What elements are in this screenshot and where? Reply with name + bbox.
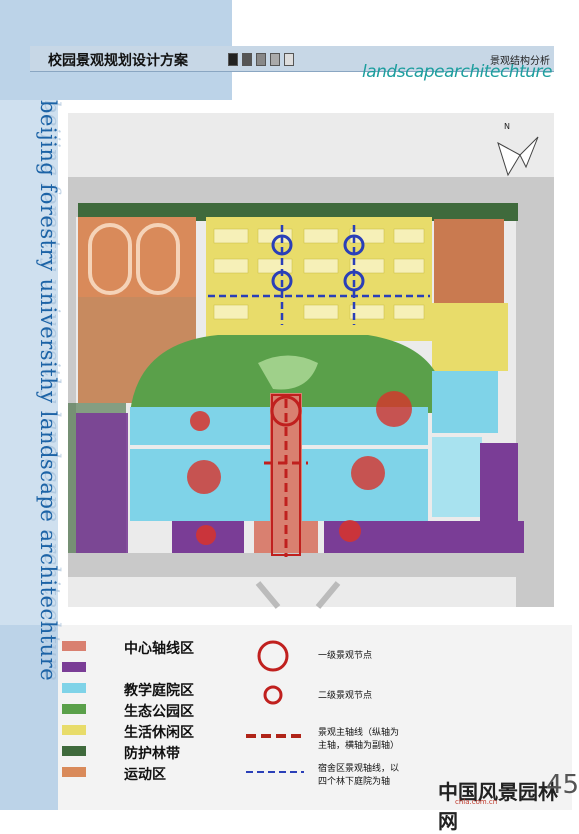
forest-belt-north bbox=[78, 203, 518, 221]
legend-swatch-sports bbox=[62, 767, 86, 777]
west-road bbox=[68, 213, 76, 553]
legend-swatch-central-axis bbox=[62, 641, 86, 651]
title-square-4 bbox=[270, 53, 280, 66]
legend-label-eco-park: 生态公园区 bbox=[124, 704, 194, 720]
dorm-courtyard-node-2 bbox=[343, 234, 365, 256]
running-track-2 bbox=[136, 223, 180, 295]
legend-label-central-axis: 中心轴线区 bbox=[124, 641, 194, 657]
compass-icon: N bbox=[497, 122, 539, 177]
dorm-courtyard-node-1 bbox=[271, 234, 293, 256]
page-title: 校园景观规划设计方案 bbox=[48, 53, 188, 69]
legend-key-label-dorm-axis-2: 四个林下庭院为轴 bbox=[318, 777, 391, 787]
compass-label: N bbox=[504, 122, 510, 131]
legend-swatch-forest-belt bbox=[62, 746, 86, 756]
living-leisure-zone-east bbox=[432, 303, 508, 371]
secondary-node-nw bbox=[190, 411, 210, 431]
primary-node-sw bbox=[187, 460, 221, 494]
legend-swatch-teaching bbox=[62, 683, 86, 693]
legend-label-sports: 运动区 bbox=[124, 767, 166, 783]
secondary-node-s2 bbox=[339, 520, 361, 542]
legend-swatch-living bbox=[62, 725, 86, 735]
legend-label-living: 生活休闲区 bbox=[124, 725, 194, 741]
park-pond bbox=[258, 355, 318, 390]
side-caption: beijing forestry universithy landscape a… bbox=[36, 100, 60, 682]
title-square-1 bbox=[228, 53, 238, 66]
dormitory-blocks bbox=[213, 228, 425, 320]
legend-panel bbox=[58, 625, 572, 810]
legend-key-label-secondary-node: 二级景观节点 bbox=[318, 691, 373, 701]
legend-key-label-dorm-axis: 宿舍区景观轴线，以 bbox=[318, 764, 400, 774]
legend-key-small-circle-icon bbox=[263, 685, 283, 705]
entrance-road bbox=[255, 581, 341, 609]
title-square-5 bbox=[284, 53, 294, 66]
south-road bbox=[68, 553, 554, 577]
teaching-zone-east-2 bbox=[432, 437, 482, 517]
legend-key-symbols bbox=[246, 640, 304, 773]
purple-zone-west bbox=[76, 413, 128, 553]
title-square-3 bbox=[256, 53, 266, 66]
campus-plan-map: N bbox=[68, 113, 554, 609]
page-number: 45 bbox=[546, 770, 579, 800]
legend-key-label-primary-node: 一级景观节点 bbox=[318, 651, 373, 661]
running-track-1 bbox=[88, 223, 132, 295]
legend-key-label-main-axis: 景观主轴线（纵轴为 bbox=[318, 728, 400, 738]
teaching-zone-east bbox=[432, 371, 498, 433]
dorm-courtyard-node-4 bbox=[343, 270, 365, 292]
page-subtitle: 景观结构分析 bbox=[490, 56, 550, 67]
purple-zone-east bbox=[480, 443, 518, 523]
script-caption: landscapearchitechture bbox=[362, 62, 552, 82]
legend-label-teaching: 教学庭院区 bbox=[124, 683, 194, 699]
legend-label-forest-belt: 防护林带 bbox=[124, 746, 180, 762]
primary-node-axis-top bbox=[270, 395, 302, 427]
legend-swatch-purple bbox=[62, 662, 86, 672]
site-watermark-url: chla.com.cn bbox=[455, 798, 498, 806]
legend-swatch-eco-park bbox=[62, 704, 86, 714]
axis-corridor-outline bbox=[271, 394, 301, 556]
dorm-courtyard-node-3 bbox=[271, 270, 293, 292]
primary-node-se bbox=[351, 456, 385, 490]
legend-key-large-circle-icon bbox=[257, 640, 289, 672]
site-watermark: 中国风景园林网 bbox=[438, 780, 558, 833]
sports-hall-zone bbox=[434, 219, 504, 303]
primary-node-ne bbox=[376, 391, 412, 427]
footer-color-block bbox=[0, 625, 58, 810]
title-square-2 bbox=[242, 53, 252, 66]
secondary-node-s1 bbox=[196, 525, 216, 545]
side-color-strip bbox=[0, 100, 58, 625]
legend-key-label-main-axis-2: 主轴，横轴为副轴） bbox=[318, 741, 400, 751]
